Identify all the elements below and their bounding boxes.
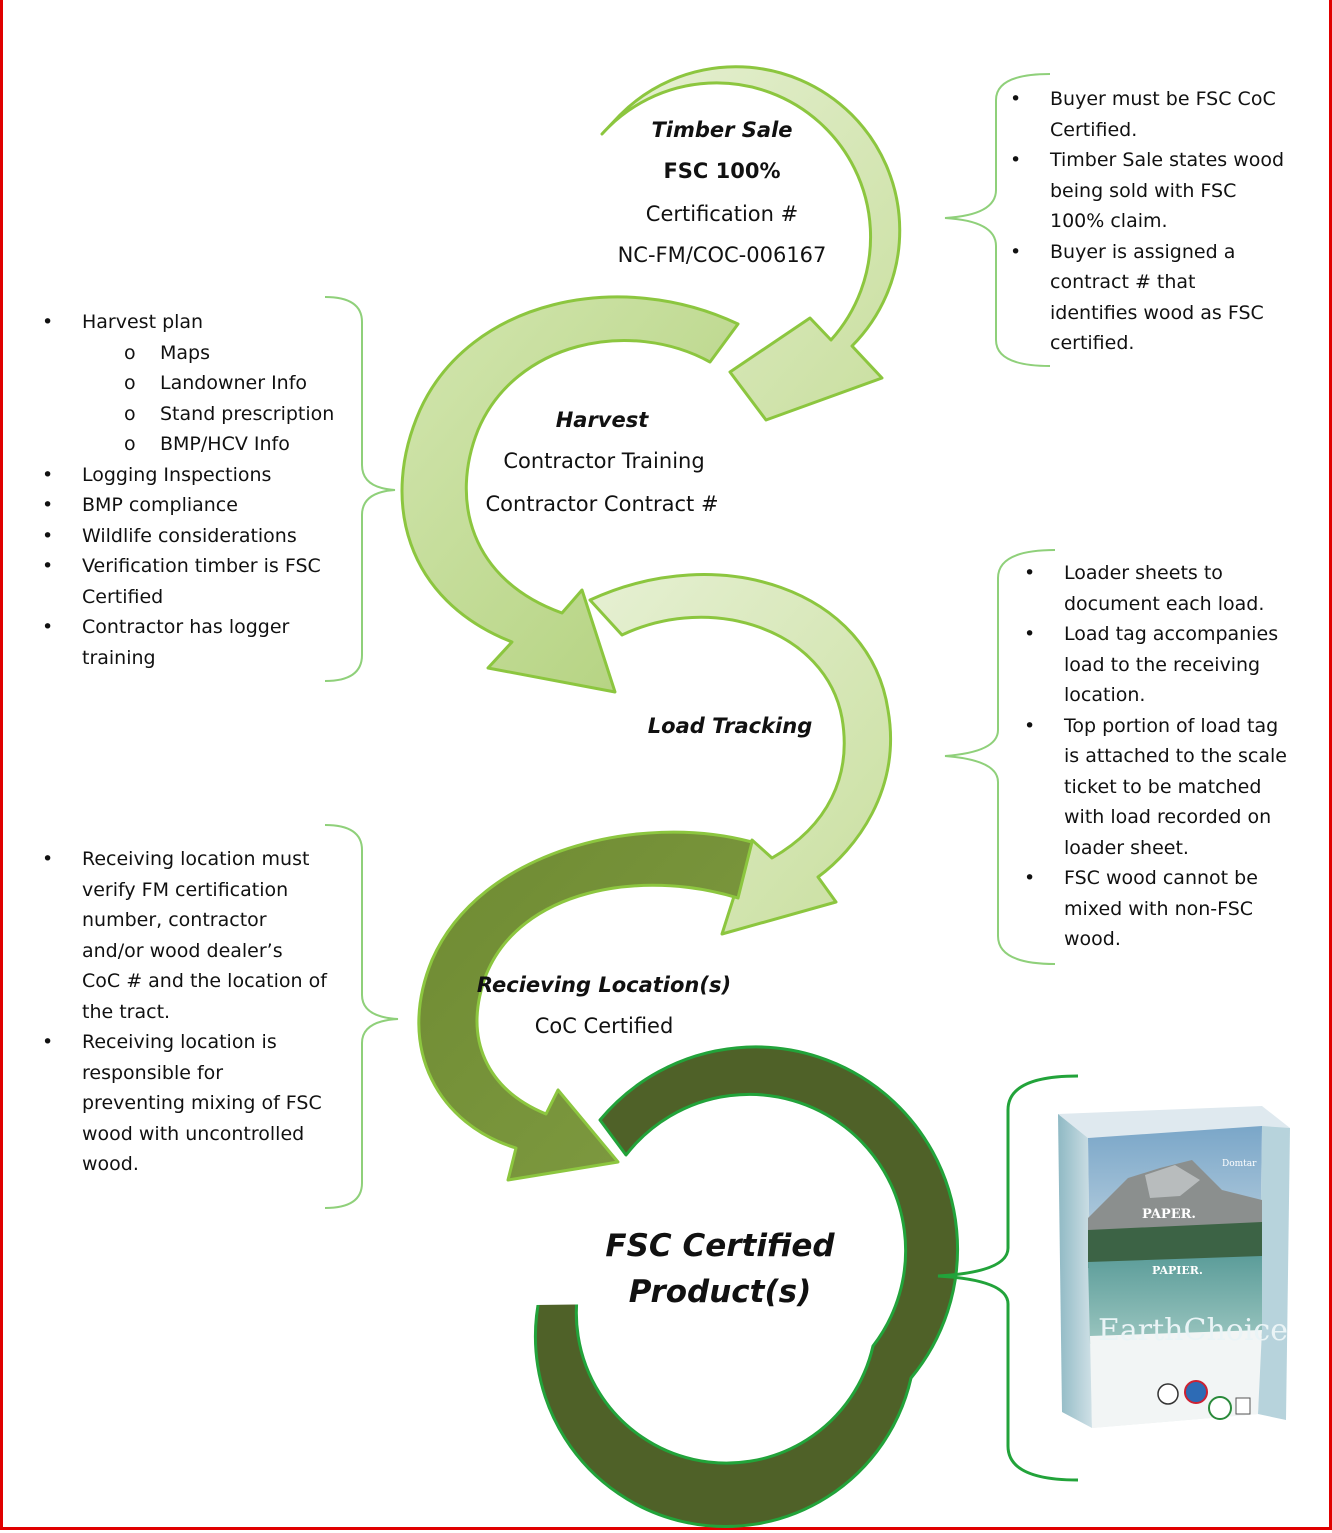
- note-item: mixed with non-FSC: [1064, 897, 1254, 920]
- product-brace: [937, 1074, 1079, 1482]
- note-item: Buyer must be FSC CoC: [1008, 84, 1328, 115]
- note-item: ticket to be matched: [1064, 775, 1262, 798]
- timber-sale-cert-number: NC-FM/COC-006167: [617, 243, 827, 267]
- timber-sale-brace: [944, 73, 1051, 367]
- papier-label: PAPIER.: [1152, 1264, 1203, 1277]
- note-item: contract # that: [1050, 271, 1196, 293]
- note-item: Top portion of load tag: [1022, 711, 1328, 742]
- note-item: wood.: [1064, 928, 1121, 950]
- note-item: being sold with FSC: [1050, 179, 1237, 202]
- note-item: wood with uncontrolled: [82, 1122, 305, 1145]
- product-title-line2: Product(s): [628, 1274, 812, 1310]
- timber-sale-arrow: [600, 65, 902, 422]
- note-item: with load recorded on: [1064, 806, 1272, 828]
- note-item: number, contractor: [82, 909, 267, 931]
- harvest-contract: Contractor Contract #: [485, 492, 719, 516]
- recycle-icon: [1208, 1396, 1232, 1420]
- load-tracking-brace: [944, 549, 1056, 965]
- note-item: loader sheet.: [1064, 836, 1189, 859]
- paper-box-image: PAPER. PAPIER. EarthChoice Domtar: [1058, 1106, 1290, 1428]
- receiving-coc: CoC Certified: [534, 1014, 674, 1038]
- note-item: preventing mixing of FSC: [82, 1092, 322, 1114]
- note-item: the tract.: [82, 1000, 171, 1023]
- note-item: responsible for: [82, 1061, 224, 1084]
- note-item: location.: [1064, 684, 1146, 706]
- receiving-brace: [324, 824, 399, 1209]
- certification-seal-icon: [1184, 1380, 1208, 1404]
- load-tracking-arrow: [588, 573, 893, 936]
- receiving-notes: Receiving location must verify FM certif…: [40, 844, 362, 1180]
- note-item: certified.: [1050, 332, 1135, 354]
- note-subitem: Maps: [40, 338, 360, 369]
- note-item: Verification timber is FSC: [40, 551, 360, 582]
- note-item: Logging Inspections: [40, 460, 360, 491]
- note-item: Contractor has logger: [40, 612, 360, 643]
- note-item: Loader sheets to: [1022, 558, 1328, 589]
- receiving-arrow: [417, 830, 754, 1182]
- load-tracking-notes: Loader sheets to document each load. Loa…: [1022, 558, 1328, 955]
- note-item: Wildlife considerations: [40, 521, 360, 552]
- note-item: BMP compliance: [40, 490, 360, 521]
- note-subitem: Landowner Info: [40, 368, 360, 399]
- wwf-icon: [1157, 1383, 1179, 1405]
- note-item: Harvest plan: [40, 307, 360, 338]
- note-subitem: BMP/HCV Info: [40, 429, 360, 460]
- receiving-title: Recieving Location(s): [476, 973, 732, 997]
- product-ring: [533, 1045, 960, 1529]
- load-tracking-title: Load Tracking: [647, 714, 813, 738]
- note-item: is attached to the scale: [1064, 745, 1287, 767]
- harvest-title: Harvest: [555, 408, 649, 432]
- harvest-training: Contractor Training: [503, 449, 705, 473]
- harvest-arrow: [400, 295, 740, 694]
- note-item: Load tag accompanies: [1022, 619, 1328, 650]
- timber-sale-cert-label: Certification #: [645, 202, 799, 226]
- note-subitem: Stand prescription: [40, 399, 360, 430]
- fsc-logo-icon: [1235, 1397, 1251, 1415]
- note-item: Receiving location is: [40, 1027, 362, 1058]
- note-item: wood.: [82, 1153, 139, 1175]
- timber-sale-notes: Buyer must be FSC CoC Certified. Timber …: [1008, 84, 1328, 359]
- note-item: Buyer is assigned a: [1008, 237, 1328, 268]
- note-item: and/or wood dealer’s: [82, 939, 283, 962]
- note-item: verify FM certification: [82, 878, 289, 901]
- note-item: Timber Sale states wood: [1008, 145, 1328, 176]
- paper-label: PAPER.: [1142, 1207, 1196, 1222]
- timber-sale-subtitle: FSC 100%: [663, 159, 781, 183]
- harvest-notes: Harvest plan Maps Landowner Info Stand p…: [40, 307, 360, 673]
- note-item: Certified.: [1050, 118, 1138, 141]
- note-item: CoC # and the location of: [82, 970, 327, 992]
- note-item: Certified: [82, 585, 164, 608]
- note-item: FSC wood cannot be: [1022, 863, 1328, 894]
- note-item: identifies wood as FSC: [1050, 301, 1264, 324]
- brand-name: EarthChoice: [1098, 1313, 1288, 1348]
- timber-sale-title: Timber Sale: [651, 118, 793, 142]
- product-title-line1: FSC Certified: [605, 1228, 835, 1264]
- note-item: training: [82, 646, 156, 669]
- note-item: load to the receiving: [1064, 653, 1261, 676]
- note-item: 100% claim.: [1050, 210, 1168, 232]
- brand-logo-text: Domtar: [1222, 1159, 1257, 1169]
- note-item: Receiving location must: [40, 844, 362, 875]
- note-item: document each load.: [1064, 592, 1265, 615]
